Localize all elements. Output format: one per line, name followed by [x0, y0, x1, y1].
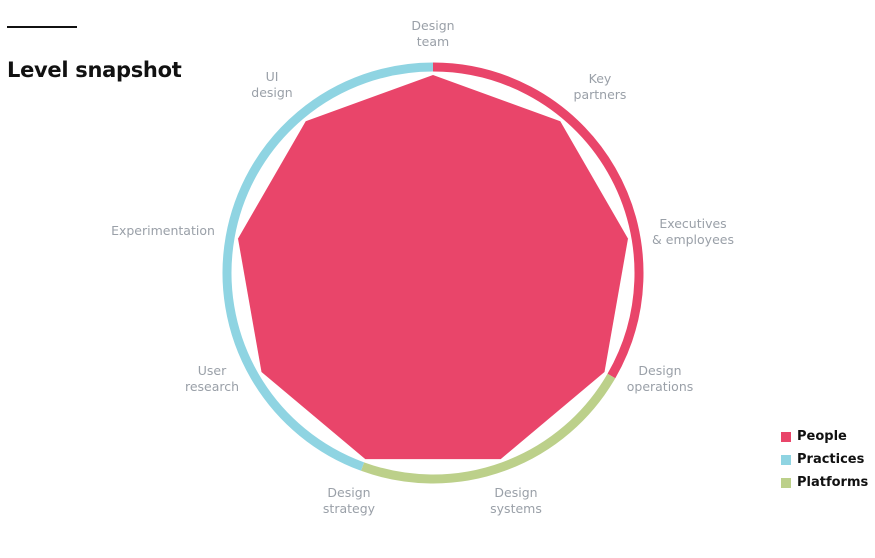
legend-label: People [797, 429, 847, 444]
ring-segment-people [432, 62, 644, 379]
ring-segment-platforms [361, 373, 616, 484]
legend-swatch [781, 477, 791, 488]
legend-swatch [781, 431, 791, 442]
legend-item-people: People [781, 425, 868, 448]
legend-item-platforms: Platforms [781, 471, 868, 494]
legend-swatch [781, 454, 791, 465]
axis-label: Experimentation [111, 223, 215, 238]
page-title: Level snapshot [7, 58, 182, 82]
axis-label: Executives& employees [652, 216, 734, 247]
legend-label: Practices [797, 452, 865, 467]
legend-item-practices: Practices [781, 448, 868, 471]
title-rule [7, 26, 77, 28]
legend-label: Platforms [797, 475, 869, 490]
ring-segment-practices [222, 62, 434, 471]
radar-polygon [238, 75, 628, 460]
